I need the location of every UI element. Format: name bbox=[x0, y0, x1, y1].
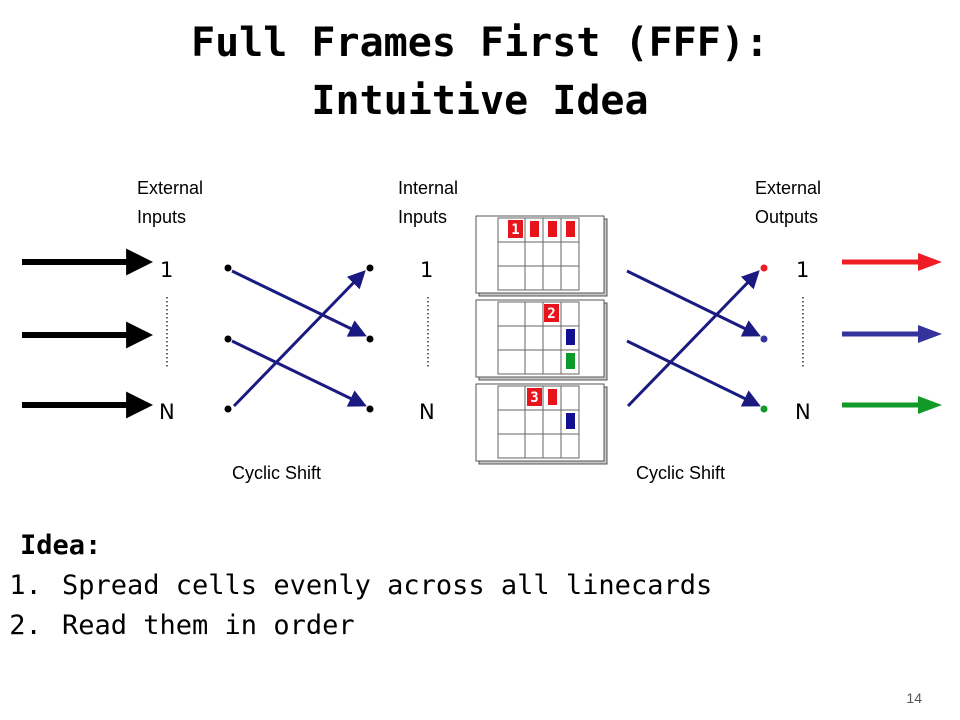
linecard-3-badge bbox=[527, 388, 542, 406]
linecard-3: 3 bbox=[475, 383, 608, 465]
linecard-3-badge-label: 3 bbox=[530, 390, 538, 406]
external-input-port-last: N bbox=[159, 400, 175, 424]
linecard-2-badge bbox=[544, 304, 559, 322]
title-line-2: Intuitive Idea bbox=[311, 78, 649, 124]
linecard-2: 2 bbox=[475, 299, 608, 381]
right-shift-arrow-2 bbox=[626, 339, 761, 407]
linecard-1-badge-label: 1 bbox=[511, 222, 519, 238]
right-shift-arrow-1 bbox=[626, 269, 761, 337]
internal-dot-1 bbox=[366, 264, 374, 272]
title-line-1: Full Frames First (FFF): bbox=[191, 20, 769, 66]
input-dot-3 bbox=[224, 405, 232, 413]
internal-inputs-label-line-1: Internal bbox=[398, 178, 458, 198]
internal-dot-3 bbox=[366, 405, 374, 413]
linecard-1-cell-1 bbox=[530, 221, 539, 237]
idea-list: Spread cells evenly across all linecards… bbox=[20, 566, 712, 646]
linecard-1-cell-2 bbox=[548, 221, 557, 237]
idea-item-1: Spread cells evenly across all linecards bbox=[58, 566, 712, 606]
cyclic-shift-left-label: Cyclic Shift bbox=[232, 463, 321, 483]
left-shift-arrow-3 bbox=[232, 270, 366, 408]
internal-input-port-last: N bbox=[419, 400, 435, 424]
external-outputs-label-line-2: Outputs bbox=[755, 207, 818, 227]
idea-item-2: Read them in order bbox=[58, 606, 712, 646]
linecard-2-cell-1 bbox=[566, 329, 575, 345]
internal-input-port-first: 1 bbox=[420, 258, 433, 282]
cyclic-shift-right-label: Cyclic Shift bbox=[636, 463, 725, 483]
linecard-3-cell-1 bbox=[548, 389, 557, 405]
external-outputs-label-line-1: External bbox=[755, 178, 821, 198]
input-dot-2 bbox=[224, 335, 232, 343]
idea-heading: Idea: bbox=[20, 530, 102, 561]
idea-section: Idea: Spread cells evenly across all lin… bbox=[20, 526, 712, 646]
external-output-port-last: N bbox=[795, 400, 811, 424]
input-dot-1 bbox=[224, 264, 232, 272]
linecard-1-badge bbox=[508, 220, 523, 238]
linecard-2-cell-2 bbox=[566, 353, 575, 369]
left-shift-arrow-2 bbox=[231, 339, 367, 407]
external-output-port-first: 1 bbox=[796, 258, 809, 282]
output-dot-2 bbox=[760, 335, 768, 343]
external-inputs-label-line-2: Inputs bbox=[137, 207, 186, 227]
linecard-2-badge-label: 2 bbox=[547, 306, 555, 322]
output-arrow-blue-head bbox=[918, 325, 942, 343]
output-arrow-green-head bbox=[918, 396, 942, 414]
external-inputs-label-line-1: External bbox=[137, 178, 203, 198]
page-number: 14 bbox=[906, 690, 922, 706]
left-shift-arrow-1 bbox=[231, 269, 367, 337]
external-input-port-first: 1 bbox=[160, 258, 173, 282]
linecard-1: 1 bbox=[475, 215, 608, 297]
internal-dot-2 bbox=[366, 335, 374, 343]
internal-inputs-label-line-2: Inputs bbox=[398, 207, 447, 227]
output-dot-3 bbox=[760, 405, 768, 413]
linecard-3-cell-2 bbox=[566, 413, 575, 429]
linecard-1-cell-3 bbox=[566, 221, 575, 237]
right-shift-arrow-3 bbox=[626, 270, 760, 408]
output-dot-1 bbox=[760, 264, 768, 272]
output-arrow-red-head bbox=[918, 253, 942, 271]
